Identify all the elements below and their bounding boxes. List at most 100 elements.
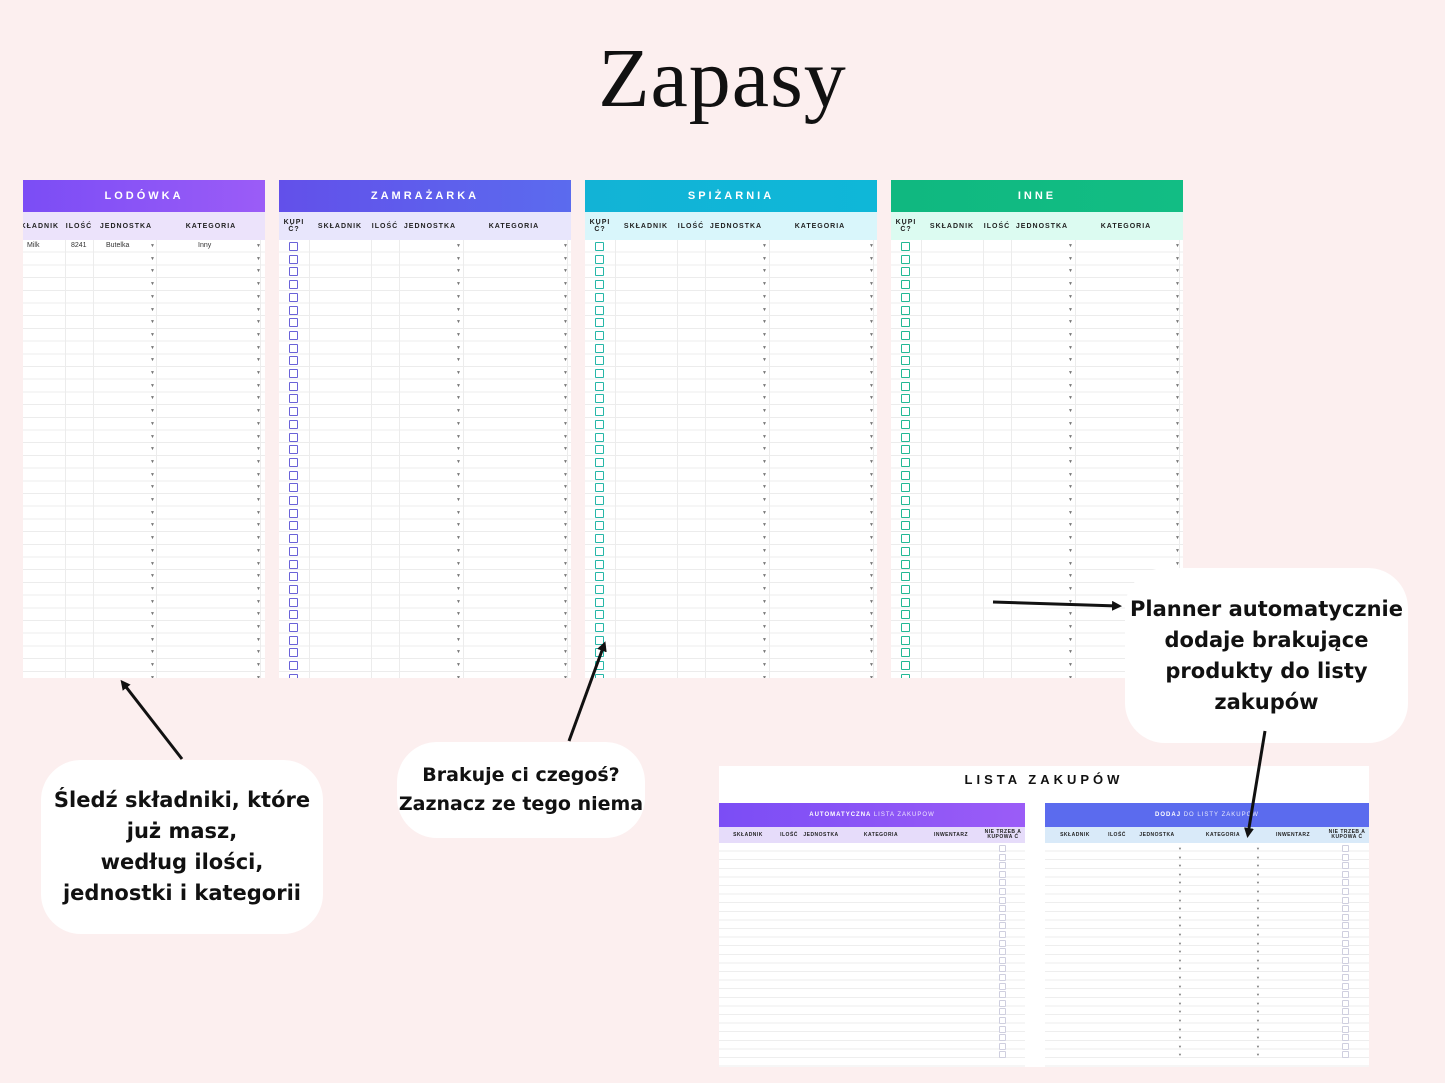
buy-checkbox[interactable] <box>901 496 910 505</box>
dropdown-caret-icon[interactable]: ▼ <box>1175 446 1180 453</box>
dropdown-caret-icon[interactable]: ▼ <box>869 344 874 351</box>
dropdown-caret-icon[interactable]: ▼ <box>869 484 874 491</box>
buy-checkbox[interactable] <box>901 330 910 340</box>
dropdown-caret-icon[interactable]: ▼ <box>869 573 874 580</box>
dropdown-caret-icon[interactable]: ▼ <box>1068 662 1073 669</box>
dropdown-caret-icon[interactable]: ▼ <box>1068 357 1073 364</box>
dropdown-caret-icon[interactable]: ▼ <box>1175 484 1180 491</box>
buy-checkbox[interactable] <box>595 623 604 632</box>
dropdown-caret-icon[interactable]: ▼ <box>256 598 261 605</box>
dropdown-caret-icon[interactable]: ▼ <box>762 611 767 618</box>
dropdown-caret-icon[interactable]: ▼ <box>869 255 874 262</box>
dropdown-caret-icon[interactable]: ▼ <box>762 395 767 402</box>
dropdown-caret-icon[interactable]: ▼ <box>762 471 767 478</box>
dropdown-caret-icon[interactable]: ▼ <box>256 255 261 262</box>
buy-checkbox[interactable] <box>289 343 298 353</box>
dropdown-caret-icon[interactable]: ▼ <box>150 446 155 453</box>
not-needed-checkbox[interactable] <box>1342 922 1349 930</box>
dropdown-caret-icon[interactable]: ▼ <box>869 243 874 249</box>
buy-checkbox[interactable] <box>595 381 604 391</box>
dropdown-caret-icon[interactable]: ▼ <box>869 611 874 618</box>
not-needed-checkbox[interactable] <box>999 991 1006 999</box>
dropdown-caret-icon[interactable]: ▼ <box>1068 382 1073 389</box>
dropdown-caret-icon[interactable]: ▼ <box>256 331 261 338</box>
dropdown-caret-icon[interactable]: ▼ <box>1178 992 1182 998</box>
dropdown-caret-icon[interactable]: ▼ <box>256 268 261 275</box>
dropdown-caret-icon[interactable]: ▼ <box>256 674 261 678</box>
dropdown-caret-icon[interactable]: ▼ <box>869 268 874 275</box>
dropdown-caret-icon[interactable]: ▼ <box>563 408 568 415</box>
not-needed-checkbox[interactable] <box>999 965 1006 973</box>
dropdown-caret-icon[interactable]: ▼ <box>456 611 461 618</box>
buy-checkbox[interactable] <box>901 419 910 429</box>
dropdown-caret-icon[interactable]: ▼ <box>762 306 767 313</box>
dropdown-caret-icon[interactable]: ▼ <box>456 547 461 554</box>
not-needed-checkbox[interactable] <box>1342 853 1349 861</box>
not-needed-checkbox[interactable] <box>1342 1008 1349 1016</box>
dropdown-caret-icon[interactable]: ▼ <box>456 408 461 415</box>
dropdown-caret-icon[interactable]: ▼ <box>563 624 568 630</box>
buy-checkbox[interactable] <box>595 318 604 328</box>
dropdown-caret-icon[interactable]: ▼ <box>563 458 568 465</box>
not-needed-checkbox[interactable] <box>1342 982 1349 990</box>
buy-checkbox[interactable] <box>901 318 910 328</box>
dropdown-caret-icon[interactable]: ▼ <box>150 674 155 678</box>
buy-checkbox[interactable] <box>289 546 298 556</box>
dropdown-caret-icon[interactable]: ▼ <box>1068 331 1073 338</box>
dropdown-caret-icon[interactable]: ▼ <box>1068 255 1073 262</box>
dropdown-caret-icon[interactable]: ▼ <box>563 662 568 669</box>
not-needed-checkbox[interactable] <box>999 1025 1006 1033</box>
cell-ilosc[interactable]: 8241 <box>71 242 87 249</box>
dropdown-caret-icon[interactable]: ▼ <box>1178 949 1182 955</box>
dropdown-caret-icon[interactable]: ▼ <box>1068 585 1073 592</box>
dropdown-caret-icon[interactable]: ▼ <box>1178 983 1182 989</box>
buy-checkbox[interactable] <box>595 610 604 620</box>
buy-checkbox[interactable] <box>595 305 604 315</box>
dropdown-caret-icon[interactable]: ▼ <box>1175 408 1180 415</box>
dropdown-caret-icon[interactable]: ▼ <box>1068 674 1073 678</box>
buy-checkbox[interactable] <box>289 559 298 569</box>
dropdown-caret-icon[interactable]: ▼ <box>563 509 568 516</box>
dropdown-caret-icon[interactable]: ▼ <box>762 408 767 415</box>
dropdown-caret-icon[interactable]: ▼ <box>456 573 461 580</box>
dropdown-caret-icon[interactable]: ▼ <box>762 382 767 389</box>
buy-checkbox[interactable] <box>289 597 298 607</box>
dropdown-caret-icon[interactable]: ▼ <box>1256 863 1260 869</box>
dropdown-caret-icon[interactable]: ▼ <box>869 674 874 678</box>
dropdown-caret-icon[interactable]: ▼ <box>1178 1043 1182 1049</box>
dropdown-caret-icon[interactable]: ▼ <box>762 255 767 262</box>
dropdown-caret-icon[interactable]: ▼ <box>563 331 568 338</box>
dropdown-caret-icon[interactable]: ▼ <box>1178 846 1182 851</box>
not-needed-checkbox[interactable] <box>999 931 1006 938</box>
dropdown-caret-icon[interactable]: ▼ <box>762 547 767 554</box>
dropdown-caret-icon[interactable]: ▼ <box>150 636 155 643</box>
not-needed-checkbox[interactable] <box>1342 1025 1349 1033</box>
dropdown-caret-icon[interactable]: ▼ <box>256 573 261 580</box>
dropdown-caret-icon[interactable]: ▼ <box>762 293 767 300</box>
dropdown-caret-icon[interactable]: ▼ <box>869 382 874 389</box>
dropdown-caret-icon[interactable]: ▼ <box>869 471 874 478</box>
dropdown-caret-icon[interactable]: ▼ <box>150 649 155 656</box>
dropdown-caret-icon[interactable]: ▼ <box>762 522 767 529</box>
dropdown-caret-icon[interactable]: ▼ <box>563 293 568 300</box>
dropdown-caret-icon[interactable]: ▼ <box>1256 1026 1260 1032</box>
buy-checkbox[interactable] <box>595 470 604 480</box>
dropdown-caret-icon[interactable]: ▼ <box>762 243 767 249</box>
dropdown-caret-icon[interactable]: ▼ <box>869 509 874 516</box>
buy-checkbox[interactable] <box>595 496 604 505</box>
dropdown-caret-icon[interactable]: ▼ <box>1178 1052 1182 1058</box>
buy-checkbox[interactable] <box>289 305 298 315</box>
dropdown-caret-icon[interactable]: ▼ <box>456 636 461 643</box>
cell-jednostka[interactable]: Butelka <box>106 242 130 249</box>
dropdown-caret-icon[interactable]: ▼ <box>1068 573 1073 580</box>
buy-checkbox[interactable] <box>289 267 298 277</box>
dropdown-caret-icon[interactable]: ▼ <box>869 395 874 402</box>
dropdown-caret-icon[interactable]: ▼ <box>1178 906 1182 912</box>
dropdown-caret-icon[interactable]: ▼ <box>456 268 461 275</box>
dropdown-caret-icon[interactable]: ▼ <box>1256 975 1260 980</box>
dropdown-caret-icon[interactable]: ▼ <box>150 573 155 580</box>
dropdown-caret-icon[interactable]: ▼ <box>869 433 874 440</box>
not-needed-checkbox[interactable] <box>999 896 1006 904</box>
not-needed-checkbox[interactable] <box>1342 965 1349 973</box>
dropdown-caret-icon[interactable]: ▼ <box>1178 854 1182 860</box>
